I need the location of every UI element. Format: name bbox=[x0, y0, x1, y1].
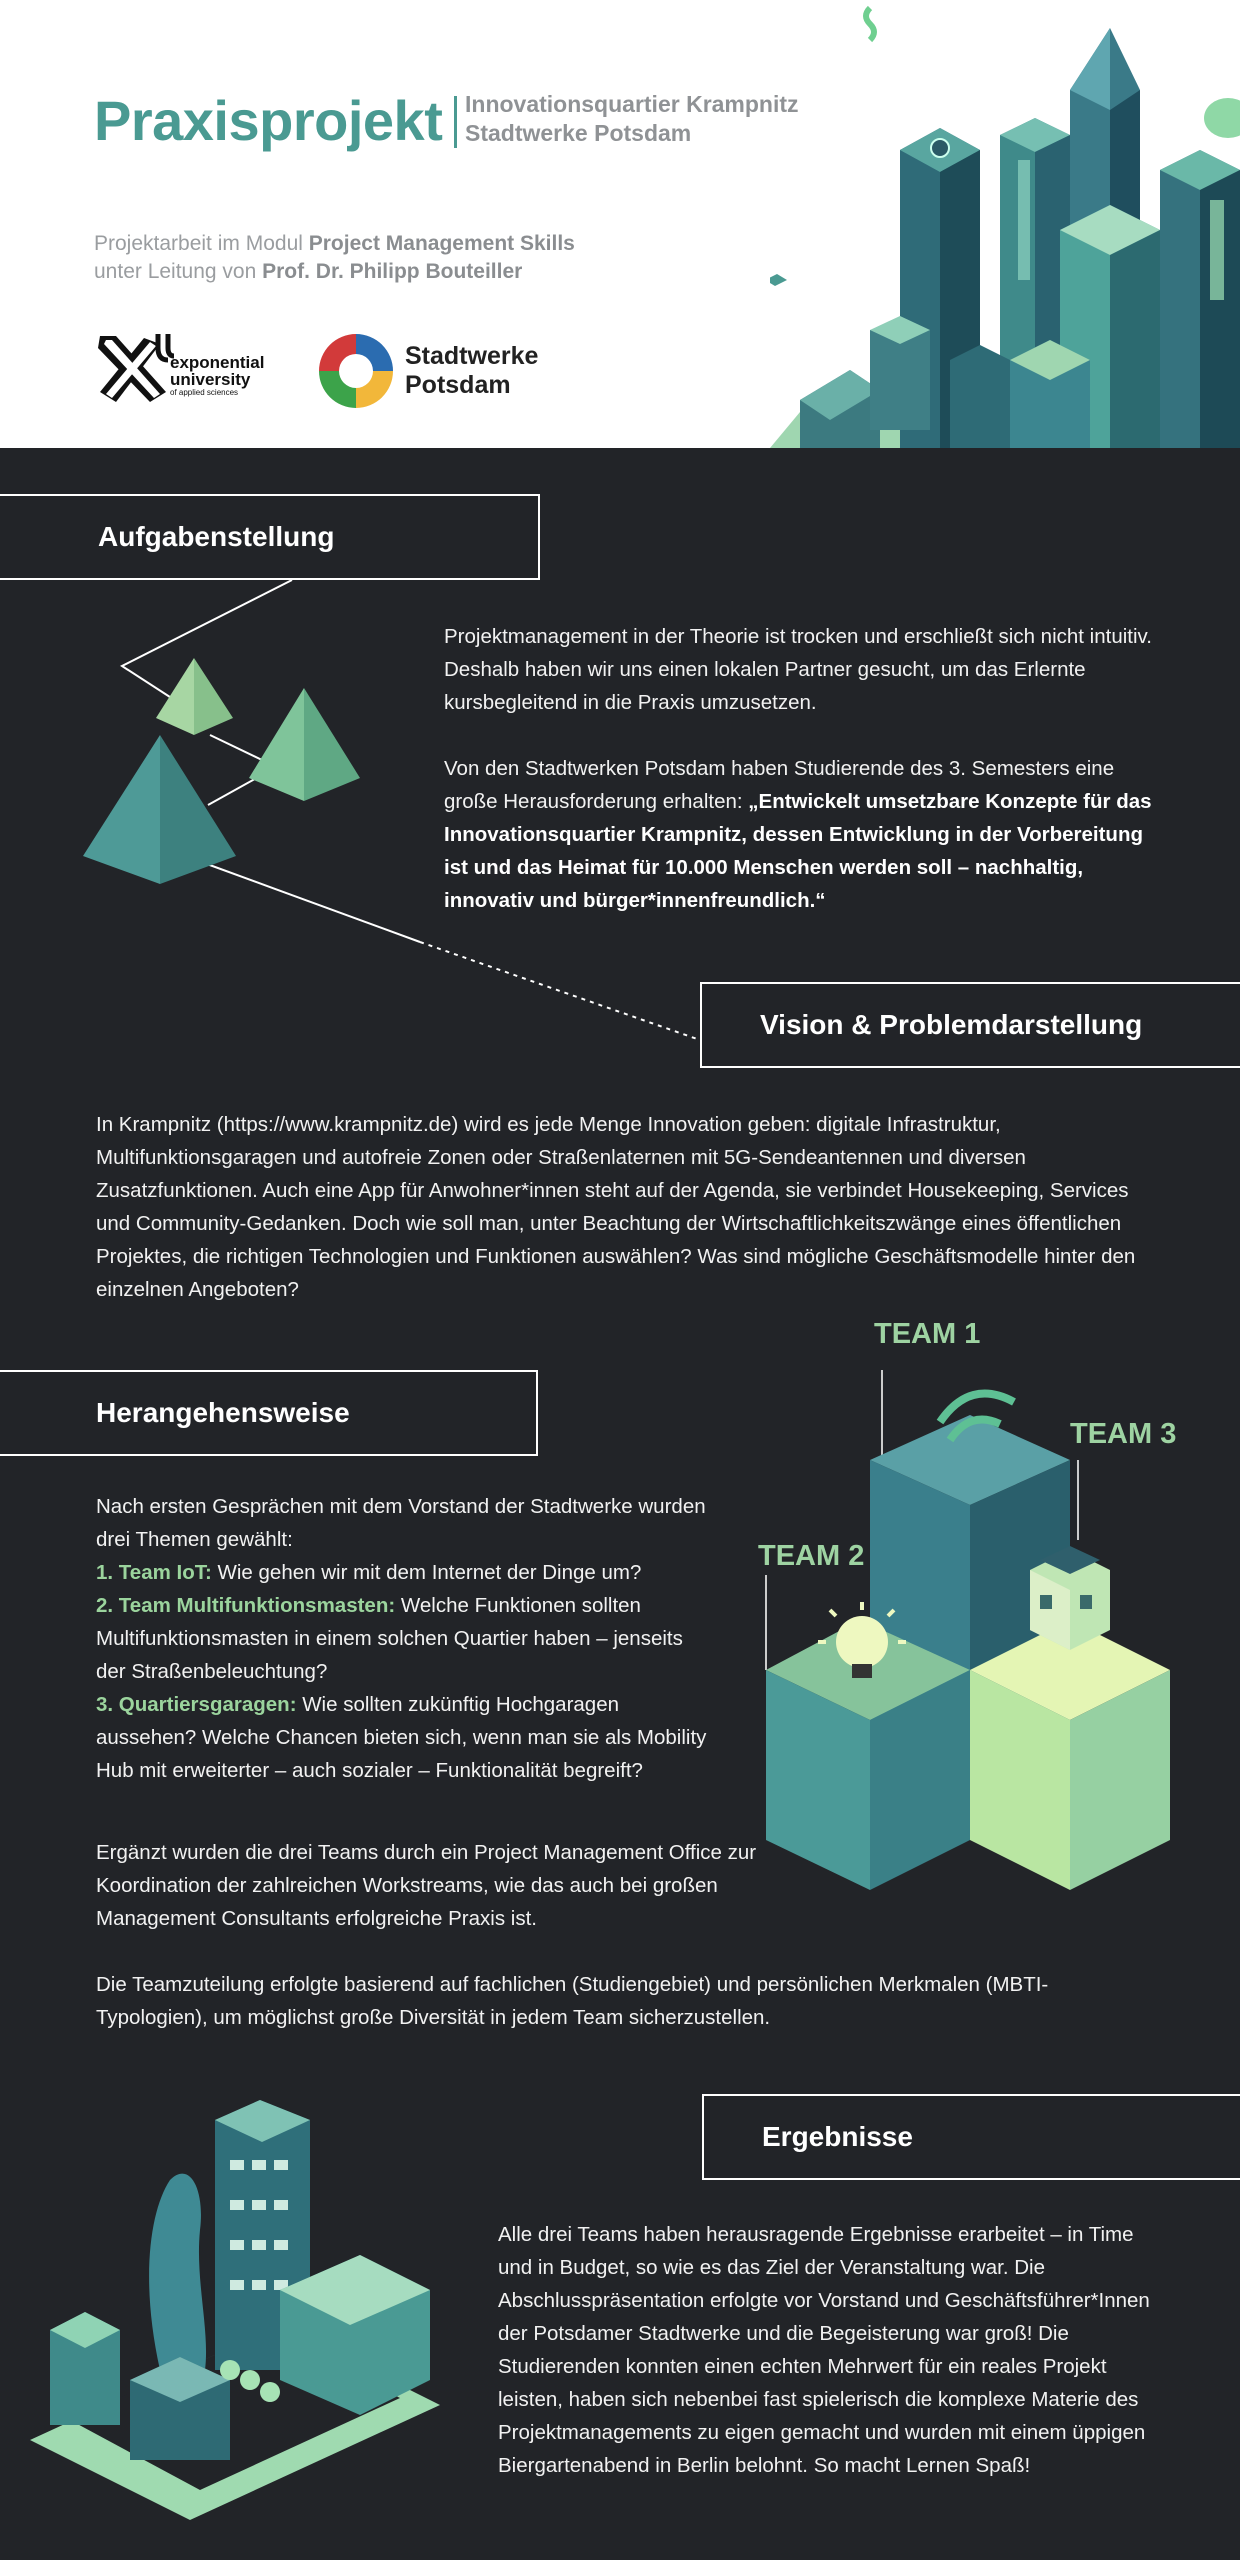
heading-vision: Vision & Problemdarstellung bbox=[700, 982, 1240, 1068]
topic-1-label: 1. Team IoT: bbox=[96, 1561, 212, 1584]
topic-3-text: Wie sollten zukünftig Hochgaragen ausseh… bbox=[96, 1693, 707, 1782]
city-block-illustration-icon bbox=[30, 2080, 450, 2520]
subtitle: Innovationsquartier Krampnitz Stadtwerke… bbox=[465, 90, 799, 148]
xu-logo-line1: exponential bbox=[170, 353, 265, 372]
heading-ergebnisse: Ergebnisse bbox=[702, 2094, 1240, 2180]
subtitle-line2: Stadtwerke Potsdam bbox=[465, 120, 692, 146]
credit-line1-prefix: Projektarbeit im Modul bbox=[94, 232, 309, 255]
ergebnisse-title: Ergebnisse bbox=[762, 2121, 913, 2152]
topic-2-label: 2. Team Multifunktionsmasten: bbox=[96, 1594, 396, 1617]
credits: Projektarbeit im Modul Project Managemen… bbox=[94, 230, 575, 286]
module-name: Project Management Skills bbox=[308, 232, 575, 255]
subtitle-line1: Innovationsquartier Krampnitz bbox=[465, 91, 799, 117]
stadtwerke-logo-text: Stadtwerke Potsdam bbox=[405, 342, 538, 400]
vision-paragraph: In Krampnitz (https://www.krampnitz.de) … bbox=[96, 1108, 1156, 1306]
ergebnisse-paragraph: Alle drei Teams haben herausragende Erge… bbox=[498, 2218, 1168, 2482]
aufgaben-paragraph-1: Projektmanagement in der Theorie ist tro… bbox=[444, 620, 1164, 719]
aufgaben-paragraph-2: Von den Stadtwerken Potsdam haben Studie… bbox=[444, 752, 1164, 917]
xu-logo-line3: of applied sciences bbox=[170, 388, 239, 397]
team-1-label: TEAM 1 bbox=[874, 1318, 981, 1350]
professor-name: Prof. Dr. Philipp Bouteiller bbox=[262, 260, 523, 283]
city-illustration-icon bbox=[770, 0, 1240, 448]
xu-logo-icon bbox=[94, 330, 174, 405]
herangehen-p3-text: Die Teamzuteilung erfolgte basierend auf… bbox=[96, 1973, 1049, 2029]
herangehen-topics: Nach ersten Gesprächen mit dem Vorstand … bbox=[96, 1490, 716, 1787]
topic-3-label: 3. Quartiersgaragen: bbox=[96, 1693, 297, 1716]
title-divider bbox=[454, 96, 457, 148]
ergebnisse-p1-text: Alle drei Teams haben herausragende Erge… bbox=[498, 2223, 1150, 2477]
herangehensweise-title: Herangehensweise bbox=[96, 1397, 350, 1428]
xu-logo-line2: university bbox=[170, 370, 251, 389]
heading-aufgabenstellung: Aufgabenstellung bbox=[0, 494, 540, 580]
stadtwerke-logo-line1: Stadtwerke bbox=[405, 342, 539, 370]
aufgaben-p1-text: Projektmanagement in der Theorie ist tro… bbox=[444, 625, 1152, 714]
aufgaben-p2-quote: „Entwickelt umsetzbare Konzepte für das … bbox=[444, 790, 1152, 912]
topic-3: 3. Quartiersgaragen: Wie sollten zukünft… bbox=[96, 1688, 716, 1787]
topic-1-text: Wie gehen wir mit dem Internet der Dinge… bbox=[211, 1561, 642, 1584]
stadtwerke-logo-line2: Potsdam bbox=[405, 371, 511, 399]
aufgabenstellung-title: Aufgabenstellung bbox=[98, 521, 335, 552]
topic-2-text: Welche Funktionen sollten Multifunktions… bbox=[96, 1594, 683, 1683]
team-2-label: TEAM 2 bbox=[758, 1540, 865, 1572]
aufgaben-p2-text: Von den Stadtwerken Potsdam haben Studie… bbox=[444, 757, 1115, 813]
topic-1: 1. Team IoT: Wie gehen wir mit dem Inter… bbox=[96, 1556, 716, 1589]
xu-logo-text: exponential university of applied scienc… bbox=[170, 354, 264, 398]
vision-title: Vision & Problemdarstellung bbox=[760, 1009, 1143, 1040]
herangehen-intro: Nach ersten Gesprächen mit dem Vorstand … bbox=[96, 1495, 706, 1551]
header: Praxisprojekt Innovationsquartier Krampn… bbox=[0, 0, 1240, 448]
herangehen-p2-text: Ergänzt wurden die drei Teams durch ein … bbox=[96, 1841, 757, 1930]
herangehen-paragraph-2: Ergänzt wurden die drei Teams durch ein … bbox=[96, 1836, 776, 1935]
herangehen-paragraph-3: Die Teamzuteilung erfolgte basierend auf… bbox=[96, 1968, 1156, 2034]
heading-herangehensweise: Herangehensweise bbox=[0, 1370, 538, 1456]
vision-p1-text: In Krampnitz (https://www.krampnitz.de) … bbox=[96, 1113, 1136, 1301]
page-title: Praxisprojekt bbox=[94, 89, 443, 152]
team-3-label: TEAM 3 bbox=[1070, 1418, 1177, 1450]
topic-2: 2. Team Multifunktionsmasten: Welche Fun… bbox=[96, 1589, 716, 1688]
pyramids-illustration-icon bbox=[0, 570, 720, 1050]
credit-line2-prefix: unter Leitung von bbox=[94, 260, 263, 283]
stadtwerke-logo-icon bbox=[315, 330, 397, 412]
team-blocks-illustration-icon bbox=[740, 1370, 1180, 1900]
